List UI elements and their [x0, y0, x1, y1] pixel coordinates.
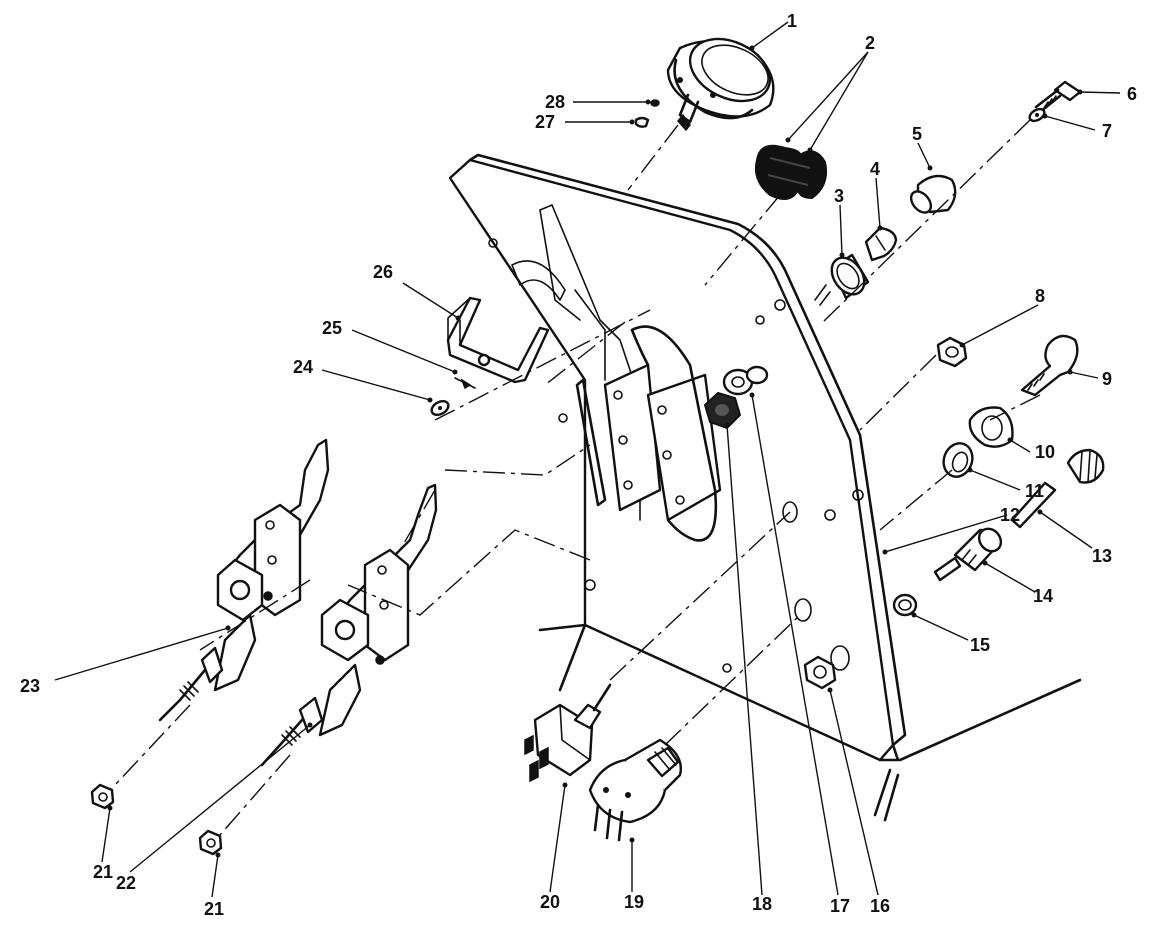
panel-nut — [803, 655, 837, 690]
callout-label: 22 — [116, 873, 136, 893]
callout-label: 3 — [834, 186, 844, 206]
callout-label: 6 — [1127, 84, 1137, 104]
hex-nut — [936, 336, 968, 368]
switch-nut — [703, 391, 742, 430]
star-washer — [942, 442, 974, 478]
rotary-switch — [588, 738, 682, 842]
callout-label: 4 — [870, 159, 880, 179]
switch-washer — [722, 365, 769, 396]
callout-label: 26 — [373, 262, 393, 282]
callout-label: 12 — [1000, 505, 1020, 525]
callout-label: 18 — [752, 894, 772, 914]
callout-label: 15 — [970, 635, 990, 655]
cable-nut — [90, 783, 115, 810]
callout-label: 23 — [20, 676, 40, 696]
key — [1020, 334, 1079, 397]
callout-label: 2 — [865, 33, 875, 53]
fuse — [1010, 481, 1057, 529]
callout-label: 1 — [787, 11, 797, 31]
fuse-cap — [1066, 448, 1105, 484]
lock-washer — [1028, 107, 1046, 123]
lamp-lens — [909, 174, 957, 214]
assembly-centerlines — [114, 119, 1041, 836]
callout-label: 7 — [1102, 121, 1112, 141]
cable-bracket — [446, 296, 550, 384]
fuse-holder — [933, 527, 1003, 582]
callout-label: 19 — [624, 892, 644, 912]
callout-label: 11 — [1025, 481, 1044, 501]
bracket-washer — [430, 399, 450, 417]
callout-label: 28 — [545, 92, 565, 112]
gauge — [666, 37, 775, 132]
callout-label: 21 — [204, 899, 224, 919]
o-ring — [892, 593, 918, 617]
callout-label: 27 — [535, 112, 555, 132]
cable-nut — [198, 829, 223, 856]
leader-lines — [54, 21, 1121, 898]
control-lever — [158, 438, 330, 722]
callout-labels: 1 2 3 4 5 6 7 8 9 10 11 12 13 14 15 16 1… — [20, 11, 1137, 919]
callout-label: 10 — [1035, 442, 1055, 462]
callout-label: 5 — [912, 124, 922, 144]
control-lever — [260, 483, 438, 767]
screw — [634, 116, 650, 128]
callout-label: 9 — [1102, 369, 1112, 389]
lamp-bulb — [864, 226, 898, 262]
callout-label: 16 — [870, 896, 890, 916]
callout-label: 17 — [830, 896, 850, 916]
bracket-screw — [454, 377, 476, 390]
callout-label: 24 — [293, 357, 313, 377]
lamp-socket — [814, 253, 870, 306]
washer — [650, 99, 660, 107]
center-bracket — [603, 325, 722, 542]
toggle-switch — [524, 683, 612, 783]
rubber-grommet — [754, 144, 828, 200]
callout-label: 21 — [93, 862, 113, 882]
callout-label: 8 — [1035, 286, 1045, 306]
callout-label: 20 — [540, 892, 560, 912]
callout-label: 25 — [322, 318, 342, 338]
bolt — [1034, 80, 1082, 114]
ignition-nut — [968, 406, 1014, 448]
callout-label: 14 — [1033, 586, 1053, 606]
callout-label: 13 — [1092, 546, 1112, 566]
